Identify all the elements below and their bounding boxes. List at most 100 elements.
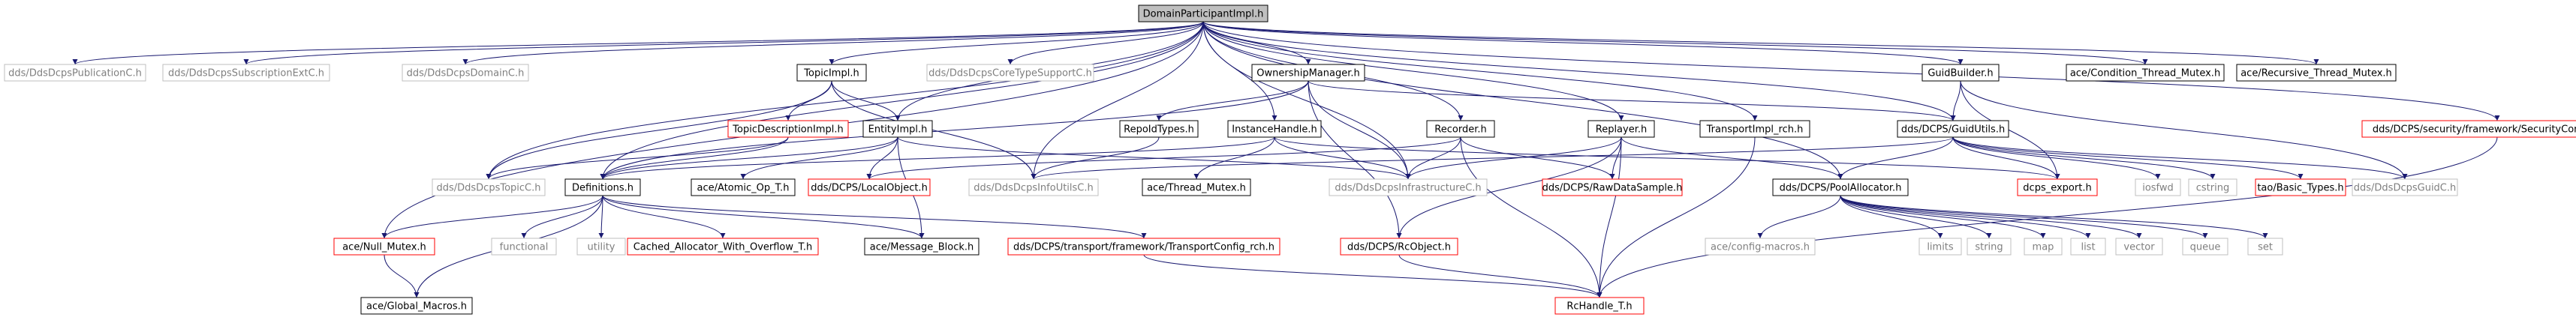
node-label-set: set: [2258, 242, 2273, 253]
node-label-atomicop: ace/Atomic_Op_T.h: [697, 183, 790, 194]
node-label-functional: functional: [500, 242, 549, 253]
node-label-repoid: RepoIdTypes.h: [1124, 124, 1194, 136]
node-transportconfig[interactable]: dds/DCPS/transport/framework/TransportCo…: [1007, 238, 1280, 256]
node-replayer[interactable]: Replayer.h: [1587, 120, 1655, 138]
dependency-edge-transportrch-rchandle: [1596, 136, 1756, 298]
dependency-edge-nullmutex-globalmacros: [384, 254, 420, 298]
node-box-set: [2247, 238, 2283, 256]
node-box-configmacros: [1705, 238, 1816, 256]
node-label-map: map: [2033, 242, 2054, 253]
node-queue: queue: [2182, 238, 2228, 256]
node-recorder[interactable]: Recorder.h: [1426, 120, 1495, 138]
node-box-functional: [491, 238, 557, 256]
dependency-edge-root-ownership: [1202, 21, 1311, 65]
dependency-edge-root-poolalloc: [1202, 21, 1843, 180]
dependency-edge-definitions-msgblock: [602, 195, 925, 239]
dependency-edge-repoid-infoutils: [1031, 136, 1160, 180]
node-guidc: dds/DdsDcpsGuidC.h: [2352, 178, 2458, 196]
node-guidutils[interactable]: dds/DCPS/GuidUtils.h: [1897, 120, 2009, 138]
dependency-edge-root-subext: [243, 21, 1204, 65]
node-box-limits: [1918, 238, 1962, 256]
node-label-root: DomainParticipantImpl.h: [1143, 9, 1264, 20]
node-box-root: [1138, 4, 1268, 22]
node-label-limits: limits: [1927, 242, 1954, 253]
node-rchandle[interactable]: RcHandle_T.h: [1554, 297, 1645, 315]
node-limits: limits: [1918, 238, 1962, 256]
node-label-basictypes: tao/Basic_Types.h: [2257, 183, 2343, 194]
dependency-edge-poolalloc-list: [1840, 195, 2091, 239]
dependency-edge-instancehandle-definitions: [600, 136, 1275, 180]
node-box-repoid: [1119, 120, 1199, 138]
node-label-rchandle: RcHandle_T.h: [1566, 301, 1632, 313]
node-label-definitions: Definitions.h: [572, 183, 633, 194]
node-box-guidbuilder: [1921, 64, 2000, 82]
node-box-domc: [402, 64, 529, 82]
node-label-cachedalloc: Cached_Allocator_With_Overflow_T.h: [633, 242, 813, 253]
node-box-msgblock: [864, 238, 980, 256]
node-msgblock[interactable]: ace/Message_Block.h: [864, 238, 980, 256]
node-cachedalloc[interactable]: Cached_Allocator_With_Overflow_T.h: [627, 238, 819, 256]
node-rawdata[interactable]: dds/DCPS/RawDataSample.h: [1542, 178, 1683, 196]
dependency-edge-entityimpl-atomicop: [740, 136, 898, 180]
node-label-topicimpl: TopicImpl.h: [803, 68, 859, 79]
dependency-edge-ownership-guidutils: [1308, 80, 1956, 121]
node-threadmutex[interactable]: ace/Thread_Mutex.h: [1142, 178, 1251, 196]
node-entityimpl[interactable]: EntityImpl.h: [862, 120, 933, 138]
node-vector: vector: [2115, 238, 2163, 256]
node-globalmacros[interactable]: ace/Global_Macros.h: [360, 297, 473, 315]
node-definitions[interactable]: Definitions.h: [564, 178, 641, 196]
node-instancehandle[interactable]: InstanceHandle.h: [1227, 120, 1322, 138]
node-condmutex[interactable]: ace/Condition_Thread_Mutex.h: [2066, 64, 2225, 82]
node-label-iosfwd: iosfwd: [2142, 183, 2174, 194]
dependency-edge-recorder-rawdata: [1460, 136, 1615, 180]
node-topicdesc[interactable]: TopicDescriptionImpl.h: [727, 120, 849, 138]
node-box-rawdata: [1542, 178, 1683, 196]
node-dcpsexport[interactable]: dcps_export.h: [2017, 178, 2098, 196]
node-secconfig[interactable]: dds/DCPS/security/framework/SecurityConf…: [2361, 120, 2576, 138]
dependency-edge-root-secconfig: [1202, 21, 2500, 121]
node-box-pub: [4, 64, 146, 82]
node-infoutils: dds/DdsDcpsInfoUtilsC.h: [968, 178, 1099, 196]
node-box-transportconfig: [1007, 238, 1280, 256]
node-repoid[interactable]: RepoIdTypes.h: [1119, 120, 1199, 138]
node-transportrch[interactable]: TransportImpl_rch.h: [1699, 120, 1810, 138]
node-nullmutex[interactable]: ace/Null_Mutex.h: [333, 238, 435, 256]
dependency-edge-ownership-definitions: [600, 80, 1309, 180]
node-label-queue: queue: [2190, 242, 2221, 253]
dependency-edge-root-pub: [72, 21, 1204, 65]
dependency-edge-topicimpl-topicc: [486, 80, 832, 180]
dependency-edge-guidutils-basictypes: [1952, 136, 2304, 180]
node-ownership[interactable]: OwnershipManager.h: [1251, 64, 1365, 82]
node-atomicop[interactable]: ace/Atomic_Op_T.h: [691, 178, 796, 196]
node-basictypes[interactable]: tao/Basic_Types.h: [2255, 178, 2346, 196]
node-localobject[interactable]: dds/DCPS/LocalObject.h: [808, 178, 931, 196]
node-recmutex[interactable]: ace/Recursive_Thread_Mutex.h: [2236, 64, 2397, 82]
node-subext: dds/DdsDcpsSubscriptionExtC.h: [162, 64, 330, 82]
node-topicimpl[interactable]: TopicImpl.h: [796, 64, 867, 82]
dependency-edge-guidbuilder-guidc: [1960, 80, 2408, 180]
node-box-iosfwd: [2135, 178, 2181, 196]
node-box-cstring: [2188, 178, 2237, 196]
dependency-edge-topicimpl-topicdesc: [785, 80, 832, 121]
node-cstring: cstring: [2188, 178, 2237, 196]
node-label-guidutils: dds/DCPS/GuidUtils.h: [1901, 124, 2005, 136]
node-root[interactable]: DomainParticipantImpl.h: [1138, 4, 1268, 22]
node-label-infrastructure: dds/DdsDcpsInfrastructureC.h: [1335, 183, 1481, 194]
dependency-edge-root-replayer: [1202, 21, 1624, 121]
dependency-edge-entityimpl-localobject: [866, 136, 898, 180]
node-map: map: [2024, 238, 2063, 256]
node-domc: dds/DdsDcpsDomainC.h: [402, 64, 529, 82]
node-box-topicimpl: [796, 64, 867, 82]
dependency-edge-instancehandle-threadmutex: [1193, 136, 1275, 180]
node-poolalloc[interactable]: dds/DCPS/PoolAllocator.h: [1772, 178, 1909, 196]
node-label-vector: vector: [2123, 242, 2155, 253]
node-rcobject[interactable]: dds/DCPS/RcObject.h: [1340, 238, 1458, 256]
node-guidbuilder[interactable]: GuidBuilder.h: [1921, 64, 2000, 82]
node-label-ownership: OwnershipManager.h: [1256, 68, 1359, 79]
dependency-edge-guidutils-iosfwd: [1952, 136, 2161, 180]
node-label-secconfig: dds/DCPS/security/framework/SecurityConf…: [2373, 124, 2576, 136]
node-box-atomicop: [691, 178, 796, 196]
node-label-cstring: cstring: [2196, 183, 2229, 194]
node-label-poolalloc: dds/DCPS/PoolAllocator.h: [1780, 183, 1902, 194]
